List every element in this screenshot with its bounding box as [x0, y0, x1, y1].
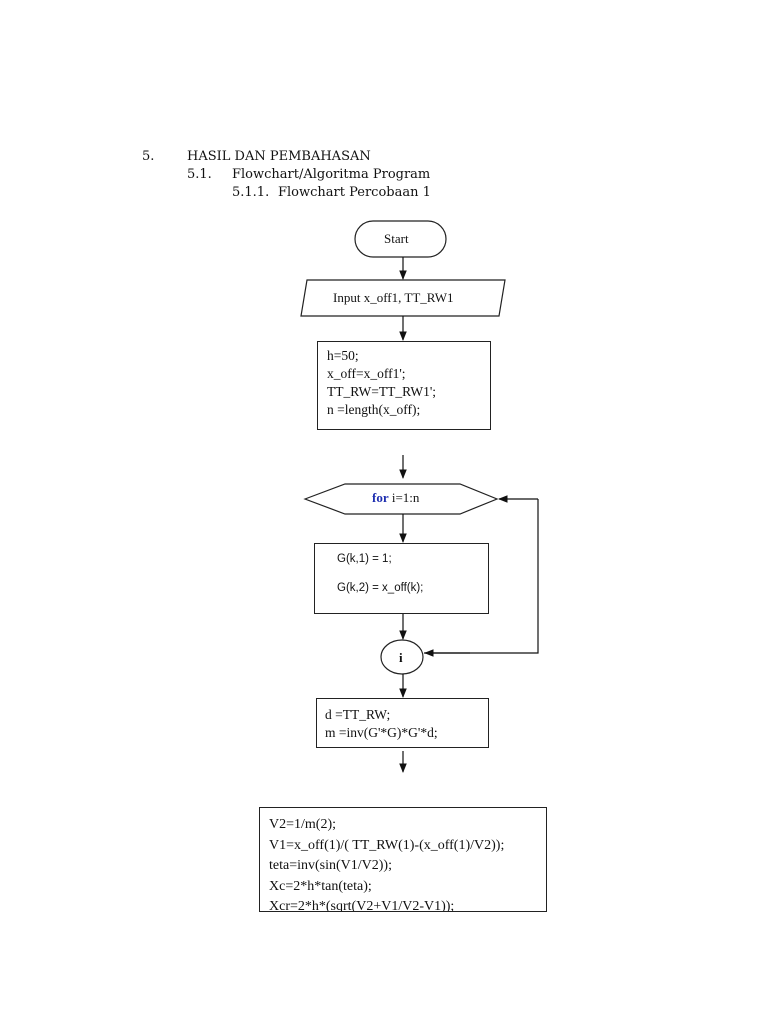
input-label: Input x_off1, TT_RW1 — [333, 290, 454, 305]
final-line-2: V1=x_off(1)/( TT_RW(1)-(x_off(1)/V2)); — [269, 837, 505, 853]
body-line-1: G(k,1) = 1; — [337, 553, 392, 565]
init-line-1: h=50; — [327, 348, 359, 363]
final-line-1: V2=1/m(2); — [269, 817, 336, 832]
init-line-4: n =length(x_off); — [327, 402, 421, 417]
solve-line-2: m =inv(G'*G)*G'*d; — [325, 725, 438, 740]
final-line-5: Xcr=2*h*(sqrt(V2+V1/V2-V1)); — [269, 899, 455, 912]
loop-condition: i=1:n — [388, 490, 420, 505]
start-terminator — [354, 220, 447, 258]
final-line-3: teta=inv(sin(V1/V2)); — [269, 858, 392, 873]
loop-label: for i=1:n — [372, 490, 419, 506]
heading-1-number: 5. — [142, 149, 155, 164]
heading-3-text: Flowchart Percobaan 1 — [278, 185, 431, 200]
heading-2-text: Flowchart/Algoritma Program — [232, 167, 431, 182]
init-process-box: h=50; x_off=x_off1'; TT_RW=TT_RW1'; n =l… — [317, 341, 491, 430]
solve-process-box: d =TT_RW; m =inv(G'*G)*G'*d; — [316, 698, 489, 748]
final-process-box: V2=1/m(2); V1=x_off(1)/( TT_RW(1)-(x_off… — [259, 807, 547, 912]
heading-2-number: 5.1. — [187, 167, 212, 182]
loop-keyword: for — [372, 490, 389, 505]
loop-body-box: G(k,1) = 1; G(k,2) = x_off(k); — [314, 543, 489, 614]
final-line-4: Xc=2*h*tan(teta); — [269, 878, 372, 894]
connector-label: i — [399, 650, 403, 665]
init-line-2: x_off=x_off1'; — [327, 366, 406, 381]
input-parallelogram — [300, 279, 506, 317]
loop-hexagon — [303, 483, 499, 515]
start-label: Start — [384, 231, 409, 246]
body-line-2: G(k,2) = x_off(k); — [337, 582, 424, 594]
heading-1-text: HASIL DAN PEMBAHASAN — [187, 149, 371, 164]
connector-circle — [380, 639, 424, 675]
solve-line-1: d =TT_RW; — [325, 707, 391, 722]
init-line-3: TT_RW=TT_RW1'; — [327, 384, 437, 399]
heading-3-number: 5.1.1. — [232, 185, 270, 200]
